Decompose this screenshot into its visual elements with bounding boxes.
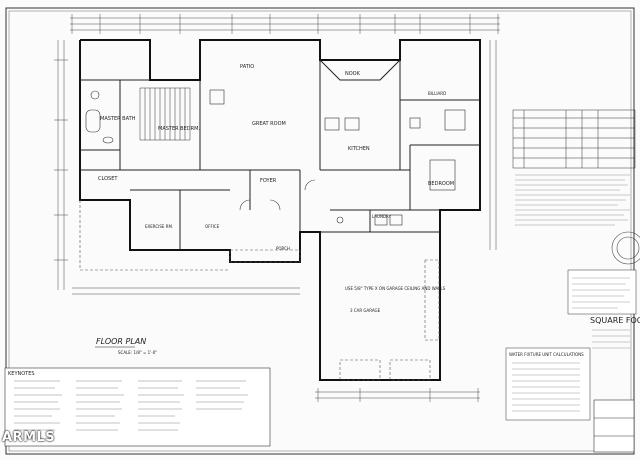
room-billiard: BILLIARD (428, 91, 446, 96)
room-patio: PATIO (240, 64, 254, 70)
engineer-seal (611, 231, 640, 265)
general-notes (515, 174, 630, 226)
room-garage: 3 CAR GARAGE (350, 308, 381, 313)
keynotes-title: KEYNOTES (8, 371, 35, 377)
plan-title: FLOOR PLAN (96, 337, 146, 346)
room-laundry: LAUNDRY (372, 214, 392, 219)
fixtures (85, 89, 466, 226)
approval-box (567, 269, 637, 315)
room-closet: CLOSET (98, 176, 118, 182)
sheet-inner-border (8, 10, 632, 452)
stair-hatching (139, 87, 191, 141)
schedule-table (512, 109, 636, 169)
room-office: OFFICE (205, 224, 220, 229)
room-great-room: GREAT ROOM (252, 121, 286, 127)
fixture-calc-box (505, 347, 591, 421)
keynotes-lines (14, 380, 248, 431)
plan-scale: SCALE: 1/8" = 1'-0" (118, 350, 157, 355)
room-exercise: EXERCISE RM. (145, 224, 173, 229)
room-master-bath: MASTER BATH (100, 116, 136, 122)
room-foyer: FOYER (260, 178, 277, 184)
garage-note: USE 5/8" TYPE X ON GARAGE CEILING AND WA… (345, 286, 446, 291)
square-footage-title: SQUARE FOO (590, 316, 640, 325)
dimension-strings (54, 14, 500, 402)
room-nook: NOOK (345, 71, 361, 77)
watermark-logo: ARMLS (2, 430, 56, 445)
interior-walls (80, 59, 480, 250)
room-kitchen: KITCHEN (348, 146, 370, 152)
room-porch: PORCH (276, 246, 290, 251)
room-master-bed: MASTER BEDRM. (158, 126, 200, 132)
room-bedroom: BEDROOM (428, 181, 454, 187)
title-block (593, 399, 635, 453)
garage-doors (339, 259, 440, 381)
fixture-calc-title: WATER FIXTURE UNIT CALCULATIONS (509, 352, 584, 357)
porch-outline (79, 200, 301, 271)
sheet-border (5, 7, 635, 455)
